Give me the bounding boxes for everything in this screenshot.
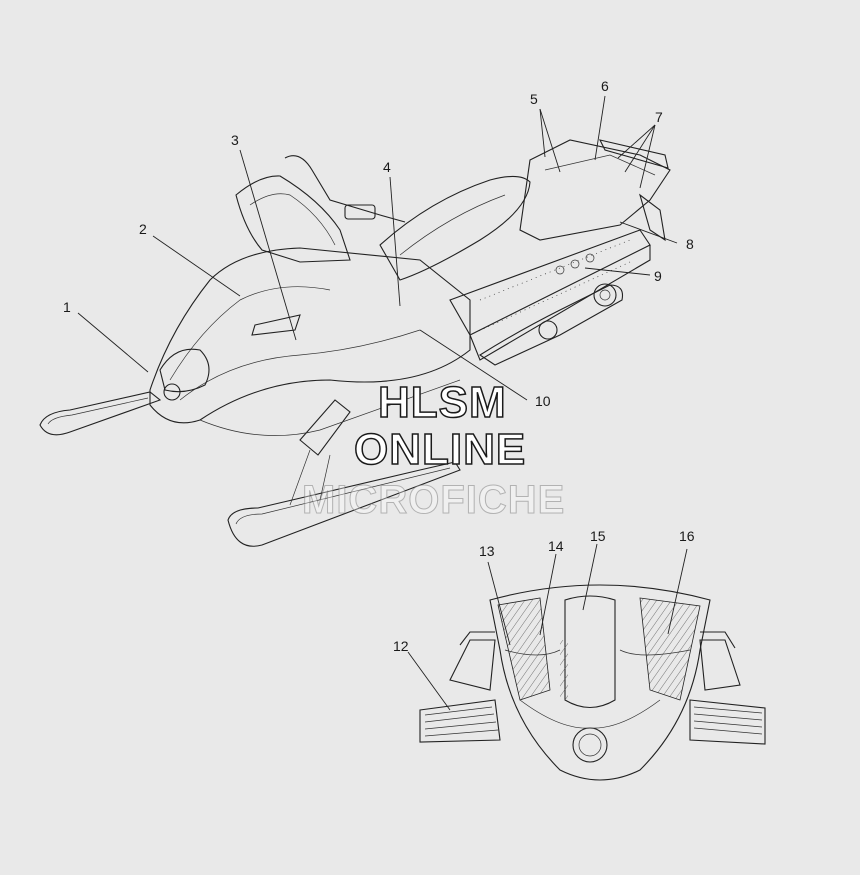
callout-2: 2 — [139, 221, 147, 237]
leader-lines — [77, 95, 688, 711]
callout-1: 1 — [63, 299, 71, 315]
snowmobile-side-view — [39, 139, 671, 547]
callout-3: 3 — [231, 132, 239, 148]
callout-13: 13 — [479, 543, 495, 559]
callout-5: 5 — [530, 91, 538, 107]
callout-16: 16 — [679, 528, 695, 544]
watermark-line-1: HLSM — [377, 377, 507, 428]
callout-9: 9 — [654, 268, 662, 284]
snowmobile-front-view — [419, 584, 766, 781]
callout-10: 10 — [535, 393, 551, 409]
callout-12: 12 — [393, 638, 409, 654]
watermark-line-3: MICROFICHE — [301, 478, 566, 523]
callout-7: 7 — [655, 109, 663, 125]
callout-8: 8 — [686, 236, 694, 252]
watermark-line-2: ONLINE — [353, 424, 527, 475]
callout-4: 4 — [383, 159, 391, 175]
callout-6: 6 — [601, 78, 609, 94]
callout-15: 15 — [590, 528, 606, 544]
callout-labels: 1 2 3 4 5 6 7 8 9 10 12 13 14 15 16 — [63, 78, 695, 654]
callout-14: 14 — [548, 538, 564, 554]
